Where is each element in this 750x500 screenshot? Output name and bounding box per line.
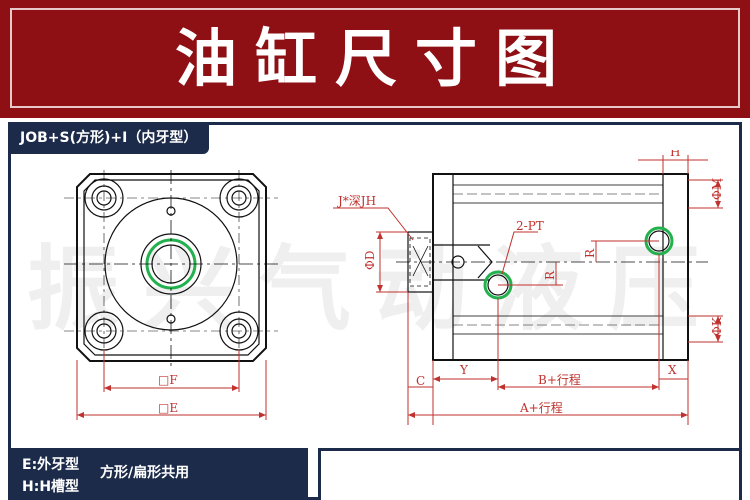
footer-legend: E:外牙型 H:H槽型 方形/扁形共用	[8, 448, 308, 500]
label-sq-e: □E	[158, 401, 178, 415]
model-tag: JOB+S(方形)+I（内牙型）	[8, 122, 210, 154]
label-2-pt: 2-PT	[516, 219, 544, 233]
legend-e: E:外牙型	[22, 457, 80, 473]
label-phi-k: ΦK	[710, 316, 724, 336]
label-a-stroke: A+行程	[519, 400, 563, 415]
legend-h: H:H槽型	[22, 479, 80, 495]
front-view	[64, 170, 278, 366]
banner-frame	[10, 8, 740, 108]
cylinder-drawing: □F □E J*深JH H ΦM ΦD 2-PT R R ΦK C Y B+行程…	[64, 150, 724, 425]
label-r-lower: R	[543, 270, 557, 280]
legend-note: 方形/扁形共用	[100, 465, 190, 481]
page-title: 油缸尺寸图	[174, 22, 575, 95]
footer-blank-panel	[318, 448, 742, 500]
label-b-stroke: B+行程	[538, 372, 581, 387]
label-phi-d: ΦD	[363, 251, 377, 270]
title-banner	[0, 0, 750, 118]
label-h: H	[670, 150, 680, 159]
label-y: Y	[459, 363, 469, 377]
label-r-upper: R	[583, 248, 597, 258]
label-c: C	[416, 374, 425, 388]
label-phi-m: ΦM	[710, 178, 724, 200]
label-sq-f: □F	[158, 373, 178, 387]
footer-bar: E:外牙型 H:H槽型 方形/扁形共用	[8, 448, 742, 500]
label-j-depth: J*深JH	[336, 194, 376, 208]
side-view	[396, 173, 708, 361]
label-x: X	[668, 363, 677, 377]
